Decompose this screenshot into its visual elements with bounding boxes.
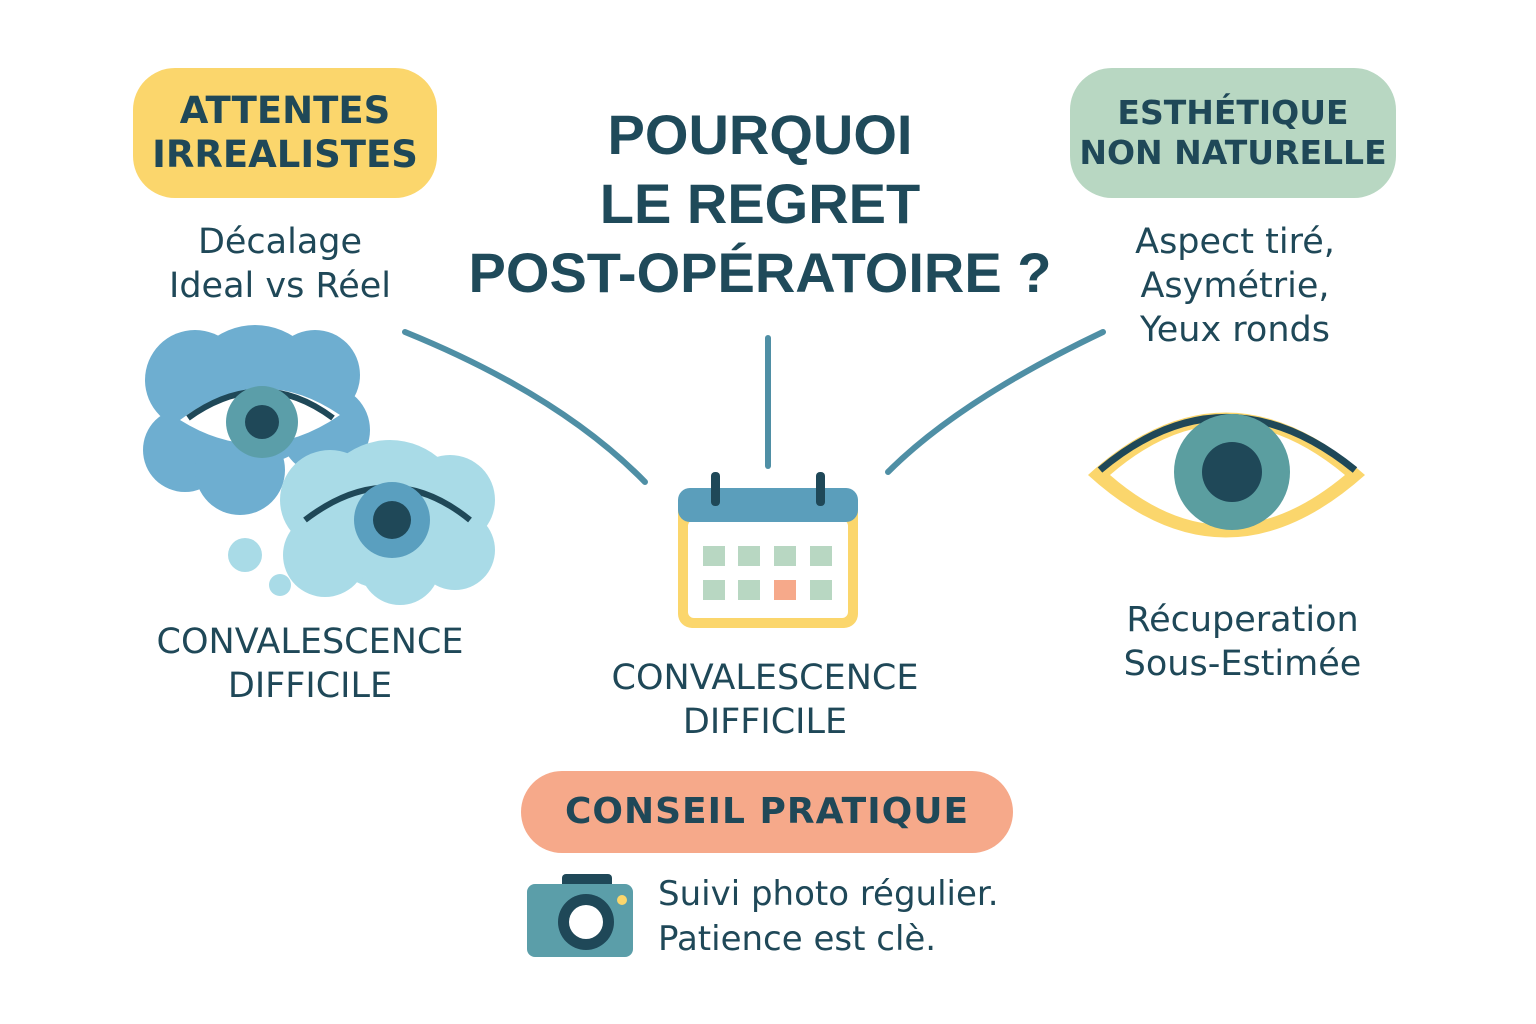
connector-lines xyxy=(402,329,1106,485)
caption-line: DIFFICILE xyxy=(227,666,393,706)
page-title: POURQUOI LE REGRET POST-OPÉRATOIRE ? xyxy=(455,100,1065,307)
caption-line: CONVALESCENCE xyxy=(156,622,464,662)
badge-esthetique-non-naturelle: ESTHÉTIQUE NON NATURELLE xyxy=(1070,68,1396,198)
left-caption: CONVALESCENCE DIFFICILE xyxy=(130,620,490,708)
caption-line: Sous-Estimée xyxy=(1123,644,1362,684)
badge-attentes-irrealistes: ATTENTES IRREALISTES xyxy=(133,68,437,198)
subtitle-line: Aspect tiré, xyxy=(1135,222,1335,262)
caption-line: Récuperation xyxy=(1126,600,1359,640)
tip-text: Suivi photo régulier. Patience est clè. xyxy=(658,872,1078,962)
left-subtitle: Décalage Ideal vs Réel xyxy=(120,220,440,308)
badge-line: ATTENTES xyxy=(179,88,391,132)
center-caption: CONVALESCENCE DIFFICILE xyxy=(580,656,950,744)
caption-line: DIFFICILE xyxy=(682,702,848,742)
eye-icon xyxy=(1088,412,1365,538)
badge-line: NON NATURELLE xyxy=(1079,133,1387,172)
camera-icon xyxy=(527,874,633,957)
badge-label: CONSEIL PRATIQUE xyxy=(564,791,970,833)
subtitle-line: Asymétrie, xyxy=(1140,266,1330,306)
right-subtitle: Aspect tiré, Asymétrie, Yeux ronds xyxy=(1075,220,1395,352)
tip-line: Patience est clè. xyxy=(658,919,937,959)
subtitle-line: Ideal vs Réel xyxy=(169,266,391,306)
title-line: POURQUOI xyxy=(607,103,913,166)
thought-cloud-eyes-icon xyxy=(143,325,495,605)
right-caption: Récuperation Sous-Estimée xyxy=(1080,598,1405,686)
subtitle-line: Yeux ronds xyxy=(1140,310,1330,350)
subtitle-line: Décalage xyxy=(197,222,363,262)
connector-right xyxy=(885,329,1106,475)
badge-line: IRREALISTES xyxy=(152,133,418,176)
tip-line: Suivi photo régulier. xyxy=(658,874,999,914)
caption-line: CONVALESCENCE xyxy=(611,658,919,698)
title-line: LE REGRET xyxy=(599,172,921,235)
title-line: POST-OPÉRATOIRE ? xyxy=(468,241,1052,304)
badge-conseil-pratique: CONSEIL PRATIQUE xyxy=(521,771,1013,853)
connector-left xyxy=(402,329,648,485)
calendar-icon xyxy=(678,472,858,628)
badge-line: ESTHÉTIQUE xyxy=(1117,93,1349,133)
